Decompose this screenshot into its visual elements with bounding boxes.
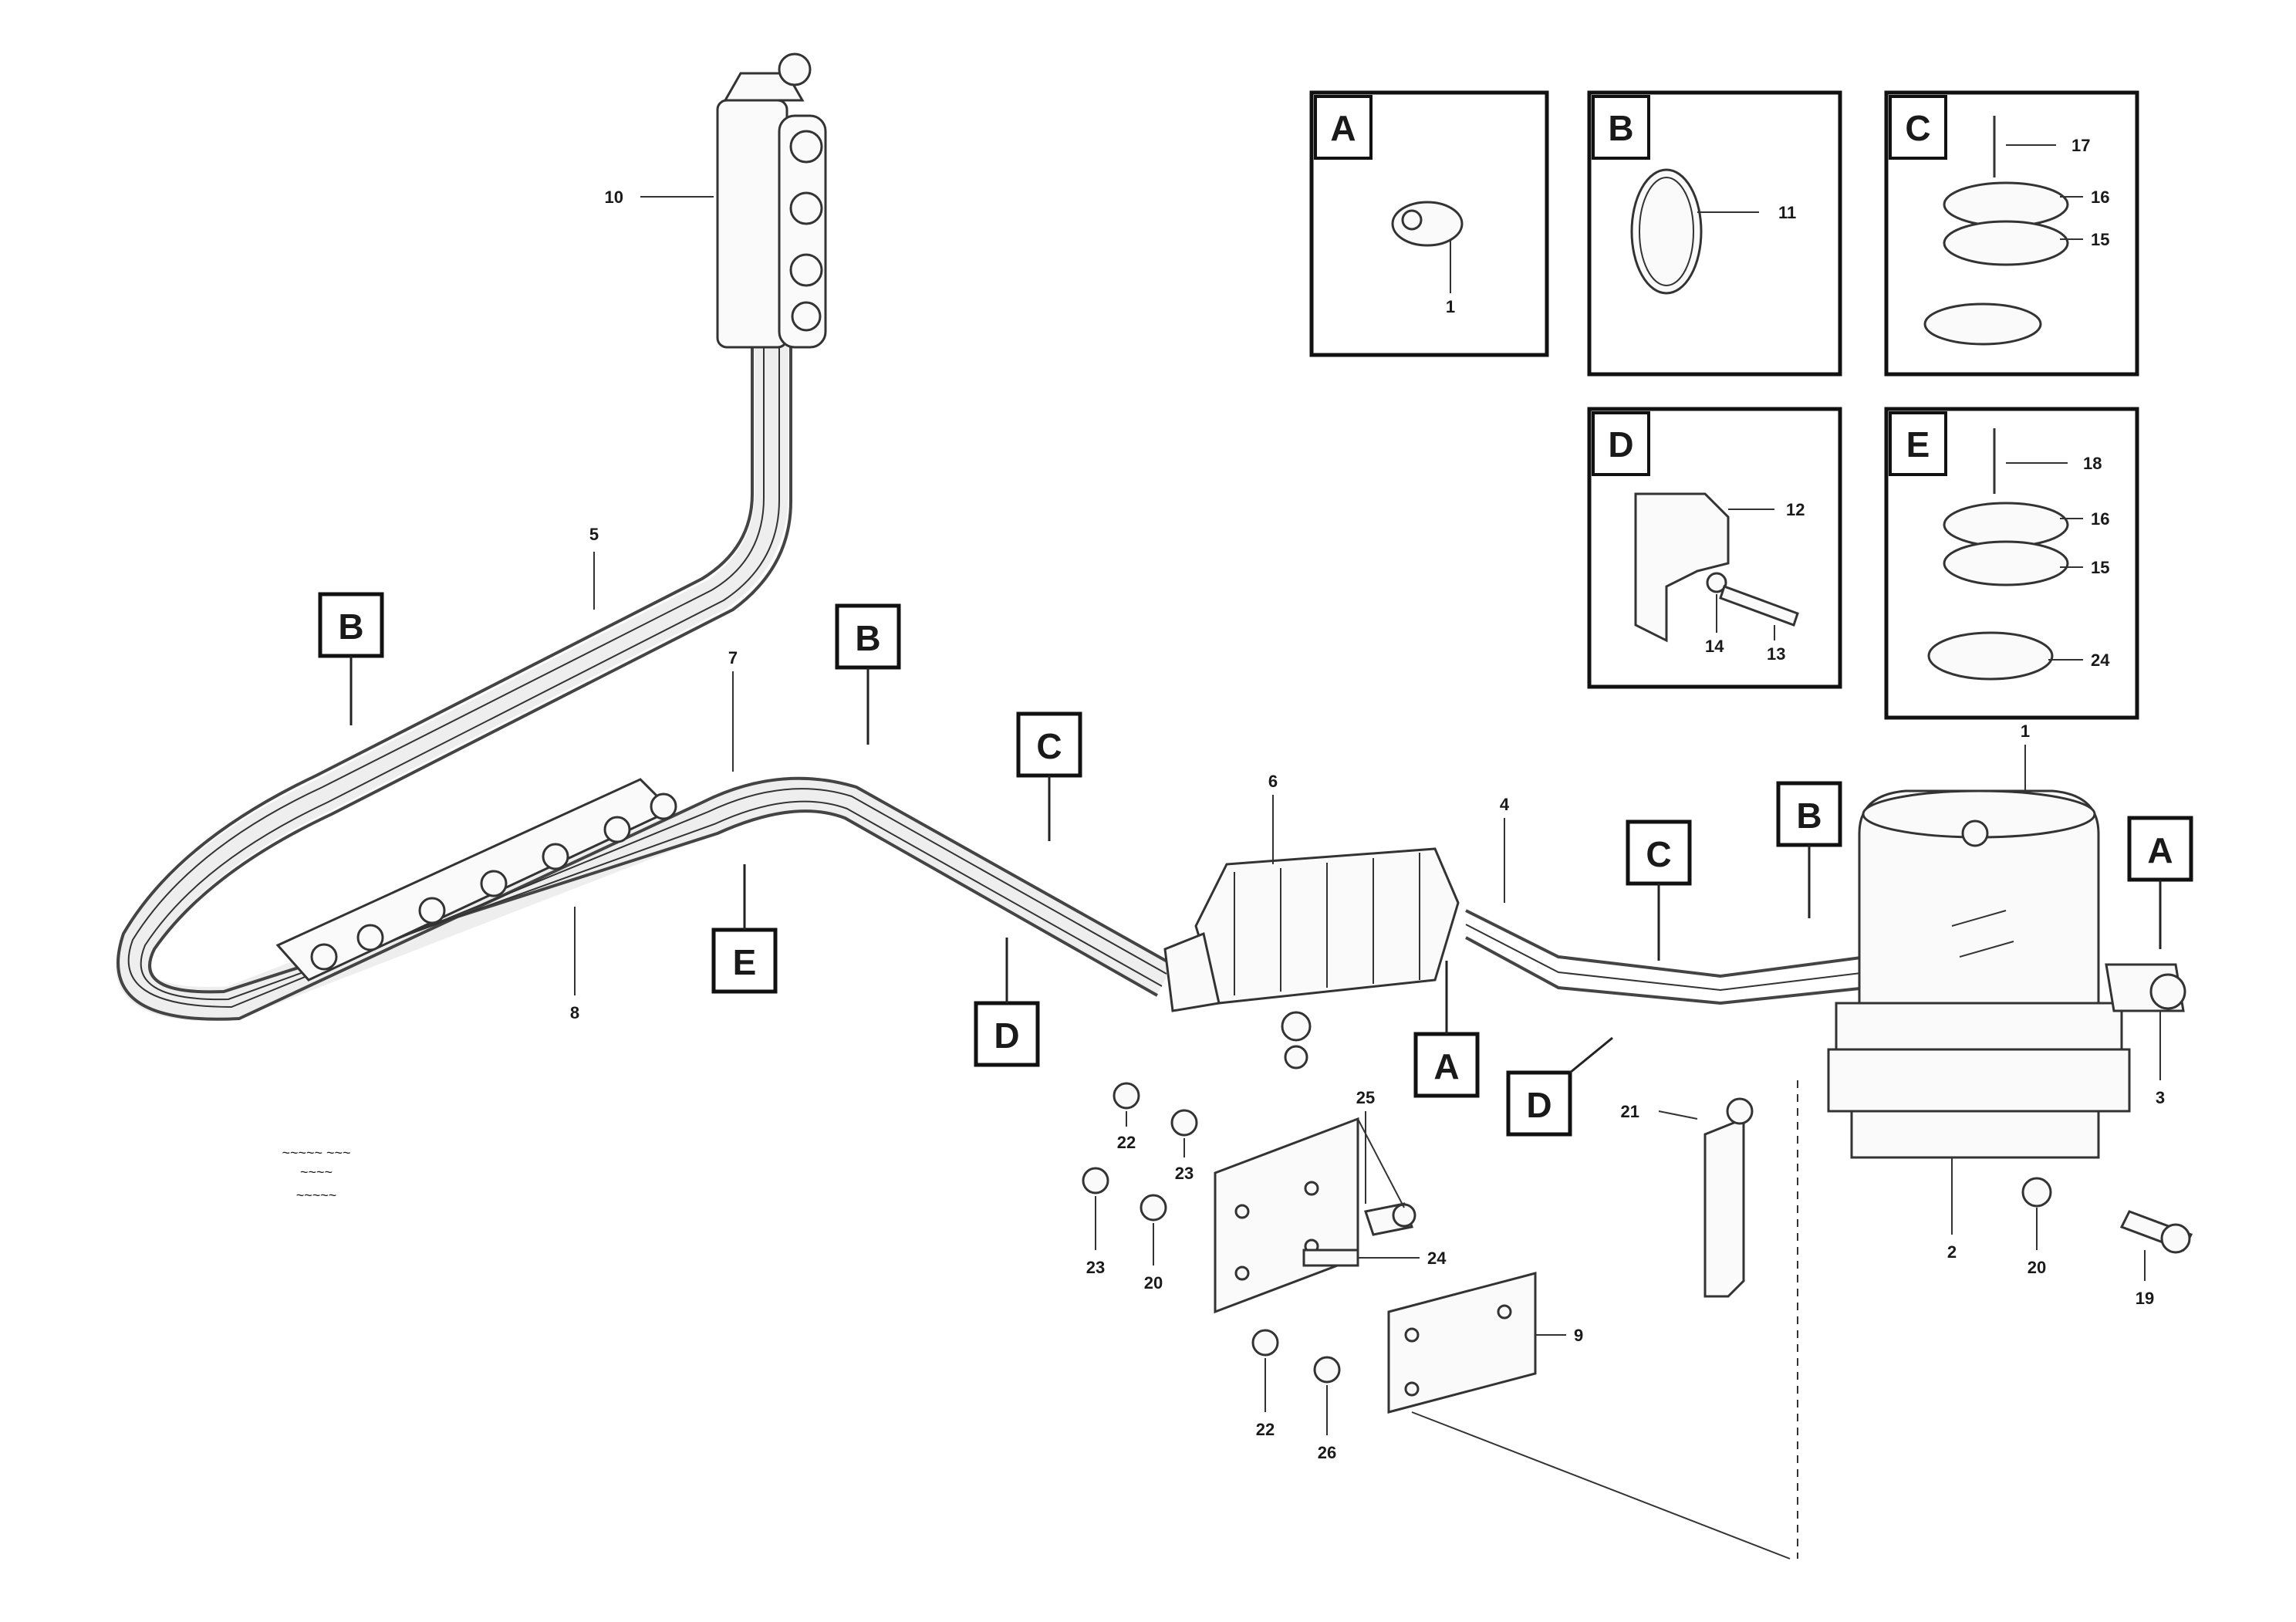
callout-B-2: B (835, 603, 901, 745)
part-label-1: 1 (2021, 721, 2030, 741)
reference-line-3: ~~~~~ (296, 1188, 337, 1203)
callout-C-2: C (1626, 819, 1692, 961)
svg-text:D: D (994, 1015, 1019, 1056)
hose-clamp-row (310, 792, 677, 971)
svg-text:A: A (2147, 830, 2173, 870)
inset-A-letter: A (1330, 108, 1356, 148)
part-label-20-right: 20 (2028, 1258, 2046, 1277)
part-label-19: 19 (2136, 1289, 2154, 1308)
inset-D: D 12 14 13 (1587, 407, 1842, 689)
callout-A-1: A (1413, 961, 1480, 1098)
inset-E-label-16: 16 (2091, 509, 2109, 529)
callout-E-1: E (711, 864, 778, 994)
inset-D-label-12: 12 (1786, 500, 1805, 519)
part-label-6: 6 (1268, 772, 1278, 791)
callout-D-1: D (974, 938, 1040, 1067)
drawing-reference: ~~~~~ ~~~ ~~~~ ~~~~~ (282, 1145, 350, 1203)
callout-B-3: B (1776, 781, 1842, 918)
svg-text:B: B (338, 607, 363, 647)
reference-line-1: ~~~~~ ~~~ (282, 1145, 350, 1161)
inset-D-letter: D (1608, 424, 1633, 465)
svg-text:C: C (1646, 834, 1671, 874)
part-label-8: 8 (570, 1003, 579, 1022)
reference-line-2: ~~~~ (300, 1164, 333, 1180)
inset-C-label-16: 16 (2091, 188, 2109, 207)
part-labels: 10 5 7 8 6 4 1 3 2 20 19 21 22 23 23 20 (570, 188, 2165, 1462)
inset-D-label-14: 14 (1705, 637, 1724, 656)
inset-E: E 18 16 15 24 (1884, 407, 2139, 720)
inset-D-label-13: 13 (1767, 644, 1785, 664)
hose-reel-unit (716, 52, 827, 349)
inset-C-letter: C (1905, 108, 1930, 148)
part-label-9: 9 (1574, 1326, 1583, 1345)
svg-text:C: C (1036, 726, 1062, 766)
part-label-25: 25 (1356, 1088, 1375, 1107)
part-label-26: 26 (1318, 1443, 1336, 1462)
mounting-brackets (1082, 1080, 1798, 1559)
inset-B-label-11: 11 (1778, 203, 1796, 222)
inset-E-label-18: 18 (2083, 454, 2102, 473)
inset-A: A 1 (1309, 90, 1549, 357)
callout-D-2: D (1506, 1036, 1613, 1137)
callout-C-1: C (1016, 711, 1082, 841)
inset-B-letter: B (1608, 108, 1633, 148)
part-label-10: 10 (605, 188, 623, 207)
svg-text:B: B (855, 618, 880, 658)
part-label-3: 3 (2156, 1088, 2165, 1107)
part-label-23-a: 23 (1175, 1164, 1194, 1183)
svg-text:E: E (733, 942, 757, 982)
part-label-24-bracket: 24 (1427, 1249, 1447, 1268)
part-label-22-b: 22 (1256, 1420, 1275, 1439)
inset-E-label-24: 24 (2091, 650, 2110, 670)
reservoir (1827, 789, 2193, 1254)
inset-C: C 17 16 15 (1884, 90, 2139, 377)
inset-E-letter: E (1906, 424, 1930, 465)
svg-text:B: B (1796, 796, 1822, 836)
callouts: B B C E D A D (318, 592, 2193, 1137)
hose-assembly (116, 340, 1868, 1021)
svg-text:A: A (1433, 1046, 1459, 1086)
part-label-2: 2 (1947, 1242, 1957, 1262)
part-label-5: 5 (589, 525, 599, 544)
part-label-7: 7 (728, 648, 738, 667)
part-label-20-left: 20 (1144, 1273, 1163, 1293)
inset-C-label-17: 17 (2071, 136, 2090, 155)
callout-B-1: B (318, 592, 384, 725)
valve-block (1163, 847, 1460, 1070)
part-label-4: 4 (1500, 795, 1510, 814)
callout-A-2: A (2127, 816, 2193, 949)
part-label-22-a: 22 (1117, 1133, 1136, 1152)
svg-text:D: D (1526, 1085, 1551, 1125)
part-label-23-b: 23 (1086, 1258, 1105, 1277)
inset-B: B 11 (1587, 90, 1842, 377)
inset-E-label-15: 15 (2091, 558, 2109, 577)
inset-A-label-1: 1 (1446, 297, 1455, 316)
inset-C-label-15: 15 (2091, 230, 2109, 249)
part-label-21: 21 (1621, 1102, 1639, 1121)
